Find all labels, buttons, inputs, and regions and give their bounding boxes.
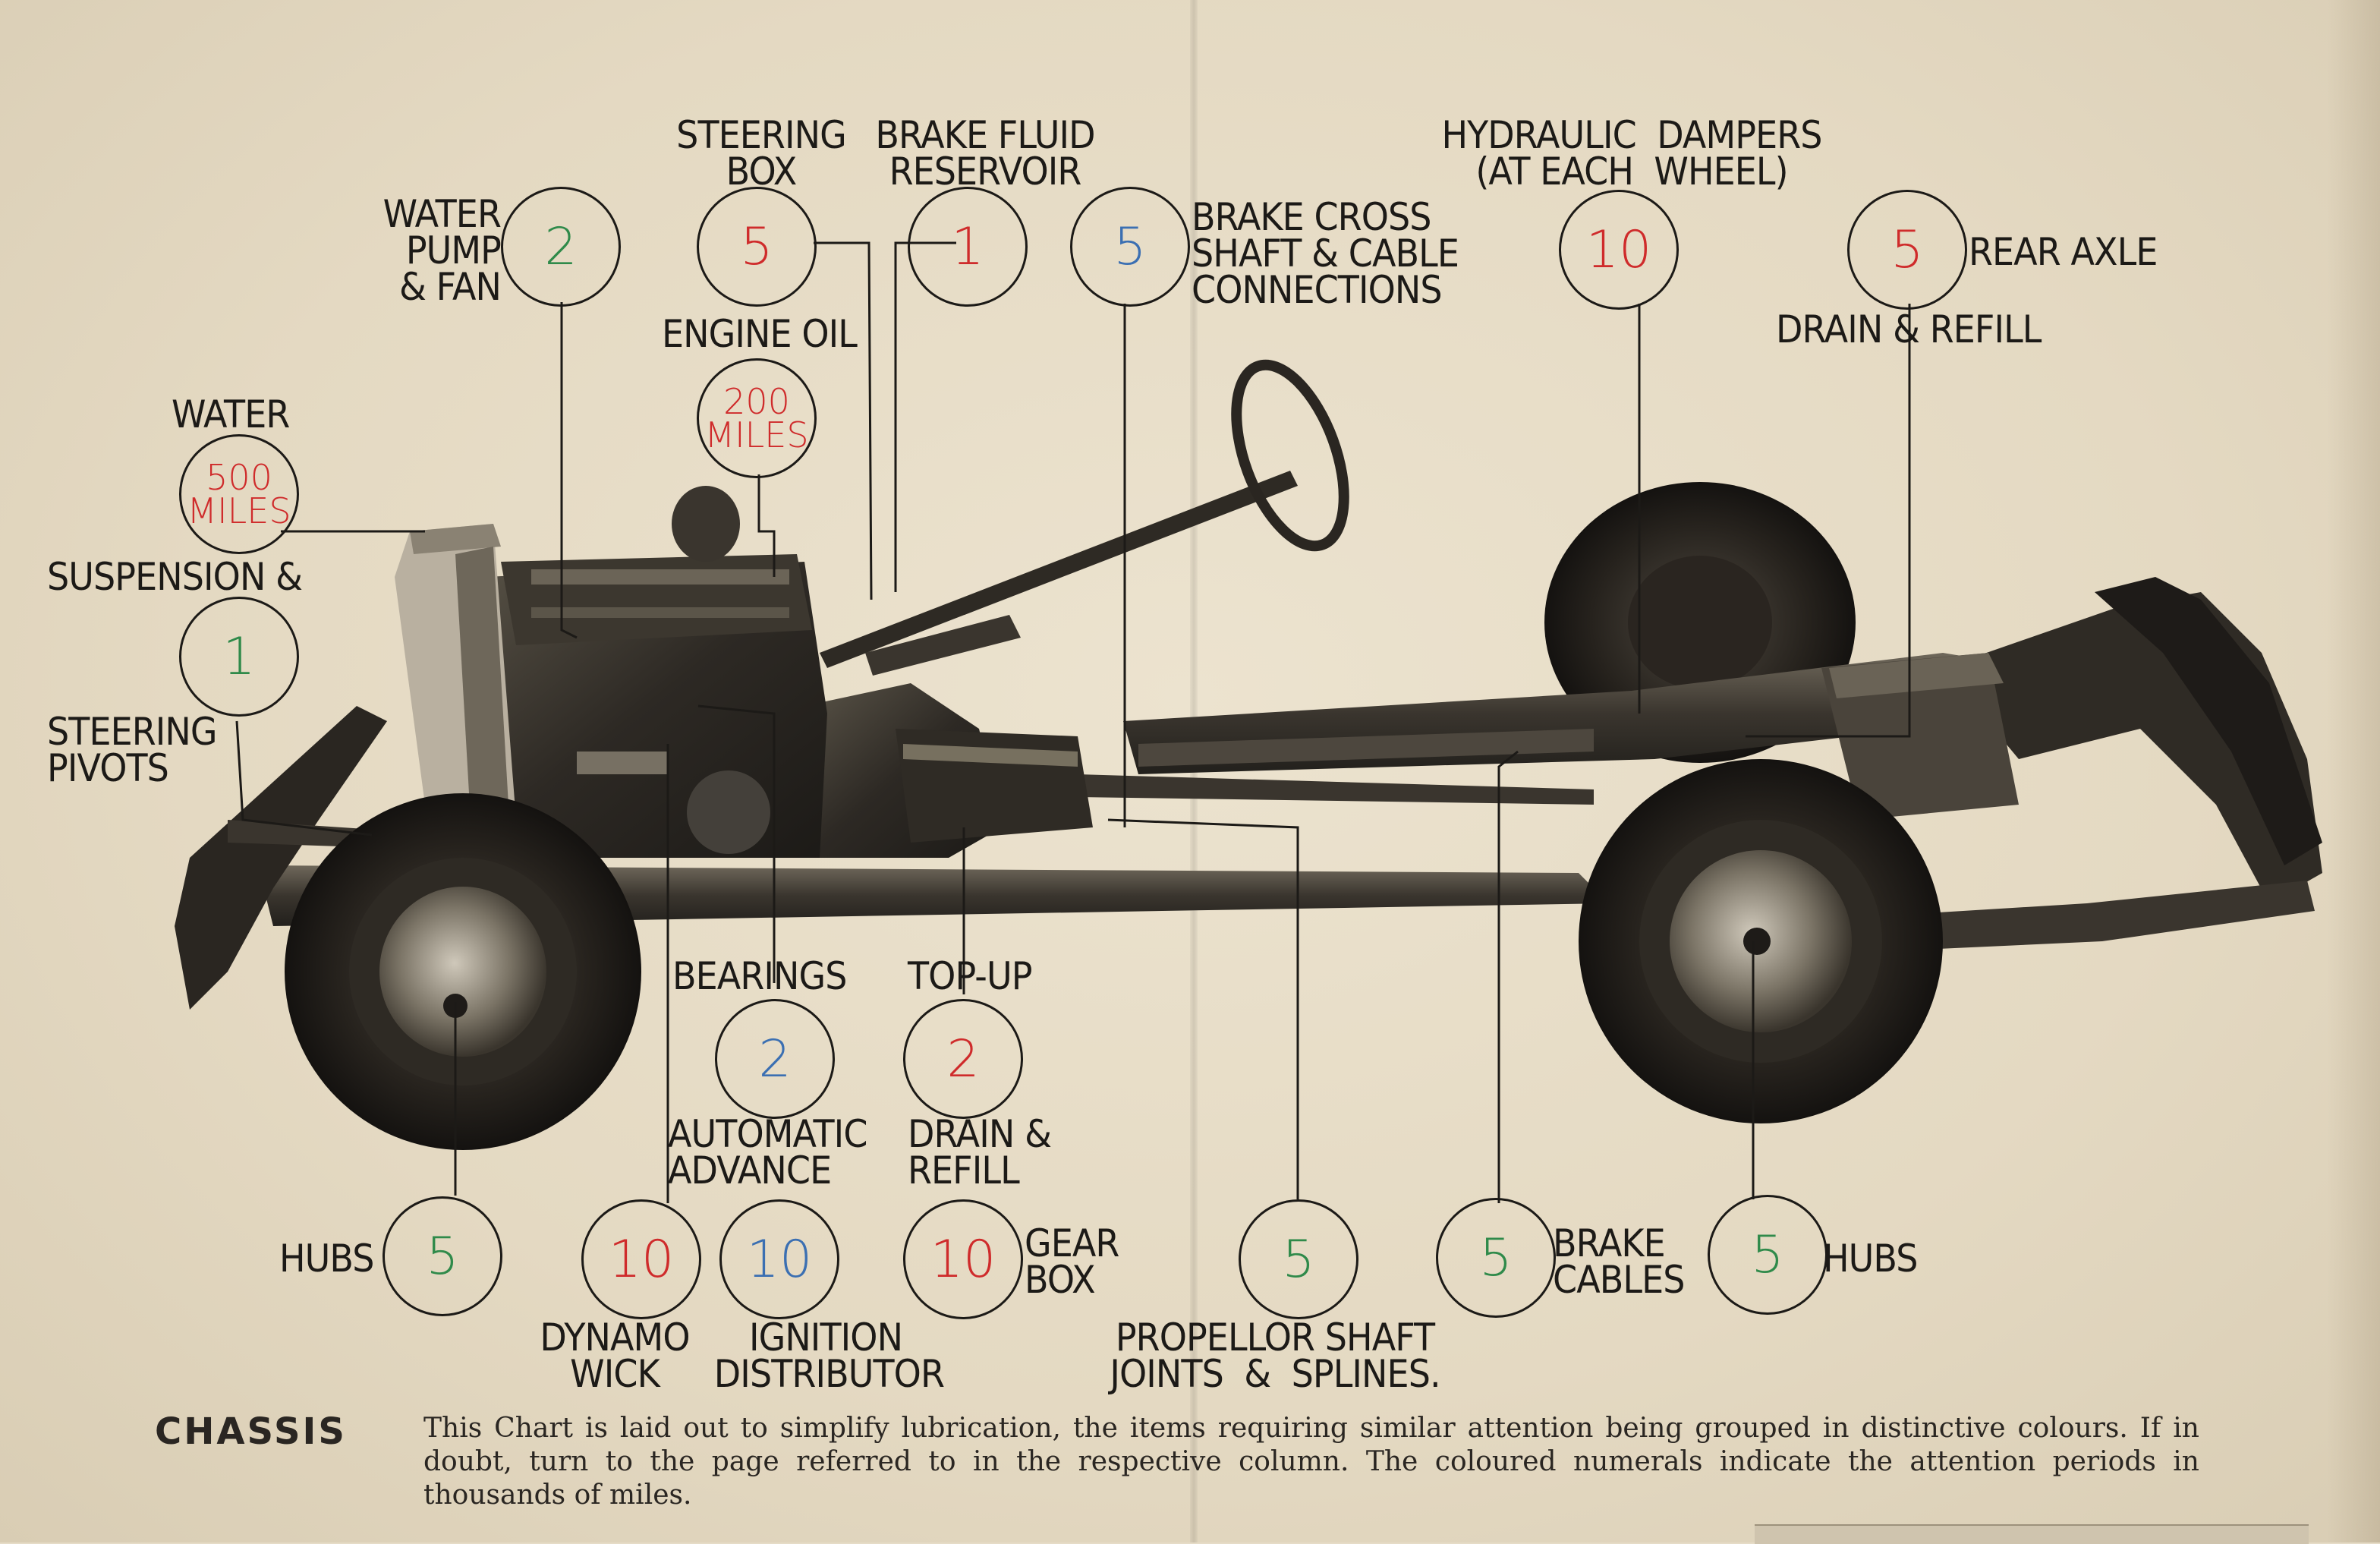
engine xyxy=(455,486,827,858)
label-hydraulic-dampers: HYDRAULIC DAMPERS (AT EACH WHEEL) xyxy=(1441,113,1822,194)
circle-value-top: 500 xyxy=(206,457,272,498)
circle-brake-fluid: 1 xyxy=(908,187,1028,307)
circle-water-pump: 2 xyxy=(501,187,621,307)
label-brake-cables: BRAKE CABLES xyxy=(1553,1221,1685,1302)
circle-value-bottom: MILES xyxy=(704,414,809,455)
circle-propellor-shaft: 5 xyxy=(1239,1199,1358,1319)
circle-value-bottom: MILES xyxy=(187,490,291,531)
circle-value: 5 xyxy=(740,216,773,277)
circle-value: 1 xyxy=(222,626,256,687)
label-drain-refill-gear: DRAIN & REFILL xyxy=(908,1112,1052,1193)
circle-value: 10 xyxy=(608,1229,675,1290)
circle-value: 10 xyxy=(1585,219,1652,280)
circle-ignition-distributor: 10 xyxy=(719,1199,839,1319)
circle-value: 10 xyxy=(930,1229,996,1290)
circle-brake-cables: 5 xyxy=(1436,1198,1556,1318)
circle-value: 1 xyxy=(951,216,984,277)
circle-value: 5 xyxy=(1113,216,1147,277)
label-automatic-advance: AUTOMATIC ADVANCE xyxy=(668,1112,867,1193)
label-brake-fluid: BRAKE FLUID RESERVOIR xyxy=(875,113,1095,194)
circle-hubs-rear: 5 xyxy=(1708,1195,1828,1315)
circle-value: 5 xyxy=(1282,1229,1315,1290)
page-edge-shadow xyxy=(2327,0,2380,1542)
circle-value: 5 xyxy=(426,1226,459,1287)
circle-value: 5 xyxy=(1479,1227,1513,1288)
rear-wheel-near xyxy=(1579,759,1943,1123)
label-rear-axle: REAR AXLE xyxy=(1969,230,2158,274)
label-dynamo-wick: DYNAMO WICK xyxy=(540,1316,690,1396)
label-suspension: SUSPENSION & xyxy=(47,555,303,599)
label-top-up: TOP-UP xyxy=(908,954,1032,998)
label-steering-box: STEERING BOX xyxy=(676,113,847,194)
caption-title: CHASSIS xyxy=(155,1410,347,1453)
label-hubs-rear: HUBS xyxy=(1823,1237,1918,1281)
circle-gear-box: 10 xyxy=(903,1199,1023,1319)
label-bearings: BEARINGS xyxy=(672,954,847,998)
circle-value-top: 200 xyxy=(723,381,790,422)
gearbox xyxy=(804,683,1093,858)
circle-value: 10 xyxy=(746,1229,813,1290)
label-drain-refill-rear: DRAIN & REFILL xyxy=(1776,307,2042,351)
radiator xyxy=(395,524,516,843)
circle-dynamo-wick: 10 xyxy=(581,1199,701,1319)
label-water: WATER xyxy=(172,392,290,436)
circle-value: 2 xyxy=(544,216,578,277)
circle-hubs-front: 5 xyxy=(382,1196,502,1316)
label-engine-oil: ENGINE OIL xyxy=(662,312,858,356)
circle-steering-box: 5 xyxy=(697,187,817,307)
circle-brake-cross-shaft: 5 xyxy=(1070,187,1190,307)
circle-value: 2 xyxy=(758,1029,792,1089)
label-hubs-front: HUBS xyxy=(279,1237,374,1281)
circle-value: 2 xyxy=(946,1029,980,1089)
circle-suspension: 1 xyxy=(179,597,299,717)
circle-rear-axle: 5 xyxy=(1847,190,1967,310)
label-gear-box: GEAR BOX xyxy=(1025,1221,1119,1302)
circle-hydraulic-dampers: 10 xyxy=(1559,190,1679,310)
caption-text: This Chart is laid out to simplify lubri… xyxy=(423,1413,2199,1511)
circle-value: 5 xyxy=(1890,219,1924,280)
bottom-strip xyxy=(1755,1524,2309,1544)
label-brake-cross-shaft: BRAKE CROSS SHAFT & CABLE CONNECTIONS xyxy=(1192,195,1459,312)
circle-bearings: 2 xyxy=(715,999,835,1119)
circle-top-up: 2 xyxy=(903,999,1023,1119)
label-water-pump: WATER PUMP & FAN xyxy=(382,192,502,309)
front-wheel xyxy=(285,793,641,1150)
steering-wheel xyxy=(820,359,1349,676)
label-steering-pivots: STEERING PIVOTS xyxy=(47,710,218,790)
front-suspension xyxy=(175,706,387,1010)
circle-value: 5 xyxy=(1751,1224,1784,1285)
propeller-shaft xyxy=(1078,774,1594,805)
label-ignition-distributor: IGNITION DISTRIBUTOR xyxy=(713,1316,945,1396)
label-propellor-shaft: PROPELLOR SHAFT JOINTS & SPLINES. xyxy=(1110,1316,1440,1396)
